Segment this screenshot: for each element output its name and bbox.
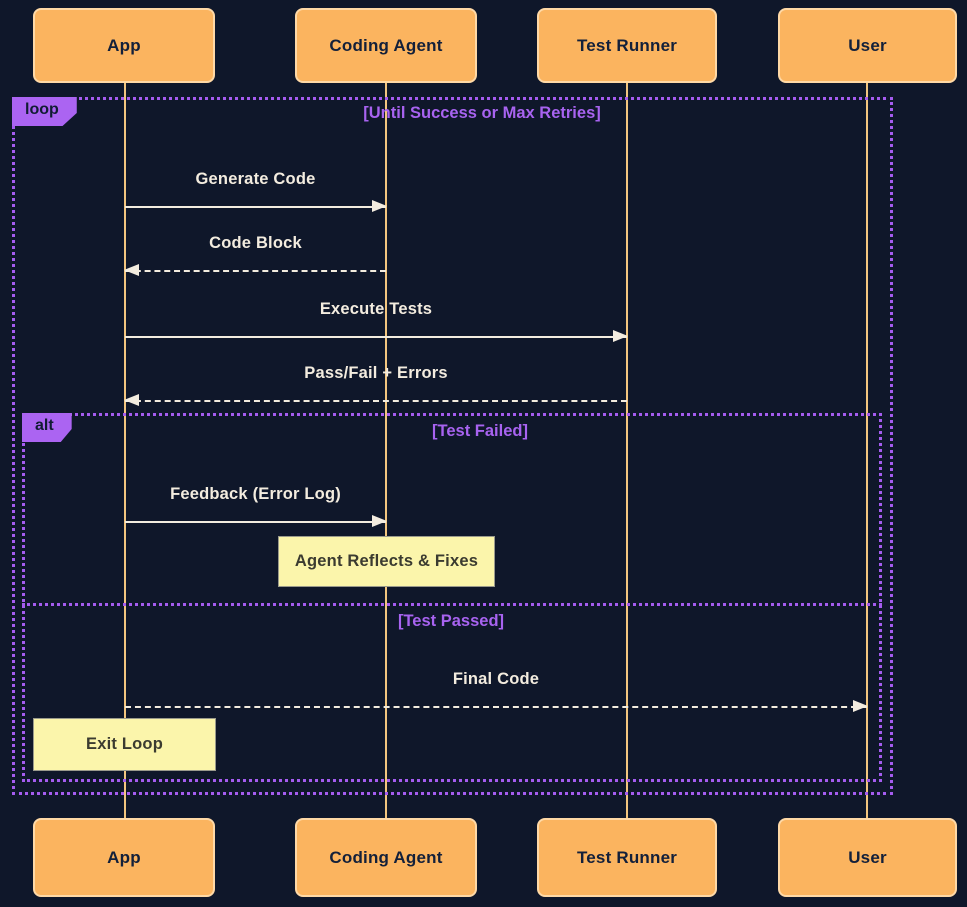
message-label: Final Code [452, 670, 540, 688]
message-line [125, 706, 867, 708]
message-label: Pass/Fail + Errors [304, 364, 448, 382]
actor-coding-agent-bottom: Coding Agent [295, 818, 477, 897]
alt-condition-test-passed: [Test Passed] [397, 612, 505, 630]
actor-label: Test Runner [576, 35, 678, 55]
lifeline-coding-agent [385, 83, 387, 818]
actor-label: User [848, 35, 887, 55]
actor-test-runner-bottom: Test Runner [537, 818, 717, 897]
actor-user-top: User [778, 8, 957, 83]
actor-label: User [848, 847, 887, 867]
alt-divider [22, 603, 882, 606]
arrowhead-left-icon [124, 394, 139, 406]
message-line [125, 400, 627, 402]
message-label: Execute Tests [319, 300, 433, 318]
lifeline-user [866, 83, 868, 818]
message-line [125, 270, 386, 272]
actor-label: Coding Agent [329, 847, 443, 867]
actor-label: App [107, 847, 141, 867]
actor-app-top: App [33, 8, 215, 83]
arrowhead-right-icon [372, 515, 387, 527]
actor-user-bottom: User [778, 818, 957, 897]
lifeline-test-runner [626, 83, 628, 818]
loop-condition-label: [Until Success or Max Retries] [363, 104, 601, 122]
actor-label: Coding Agent [329, 35, 443, 55]
message-line [125, 206, 386, 208]
loop-frame-label: loop [12, 97, 77, 126]
actor-app-bottom: App [33, 818, 215, 897]
note-label: Agent Reflects & Fixes [294, 552, 479, 570]
actor-label: App [107, 35, 141, 55]
actor-coding-agent-top: Coding Agent [295, 8, 477, 83]
message-label: Code Block [209, 234, 302, 252]
arrowhead-right-icon [372, 200, 387, 212]
note-label: Exit Loop [86, 735, 163, 753]
lifeline-app [124, 83, 126, 818]
message-label: Feedback (Error Log) [170, 485, 341, 503]
alt-condition-test-failed: [Test Failed] [432, 422, 528, 440]
arrowhead-right-icon [853, 700, 868, 712]
arrowhead-left-icon [124, 264, 139, 276]
note-exit-loop: Exit Loop [33, 718, 216, 771]
message-label: Generate Code [195, 170, 316, 188]
actor-label: Test Runner [576, 847, 678, 867]
alt-frame-label: alt [22, 413, 72, 442]
message-line [125, 336, 627, 338]
actor-test-runner-top: Test Runner [537, 8, 717, 83]
loop-frame [12, 97, 893, 795]
alt-frame [22, 413, 882, 782]
note-agent-reflects-fixes: Agent Reflects & Fixes [278, 536, 495, 587]
arrowhead-right-icon [613, 330, 628, 342]
message-line [125, 521, 386, 523]
